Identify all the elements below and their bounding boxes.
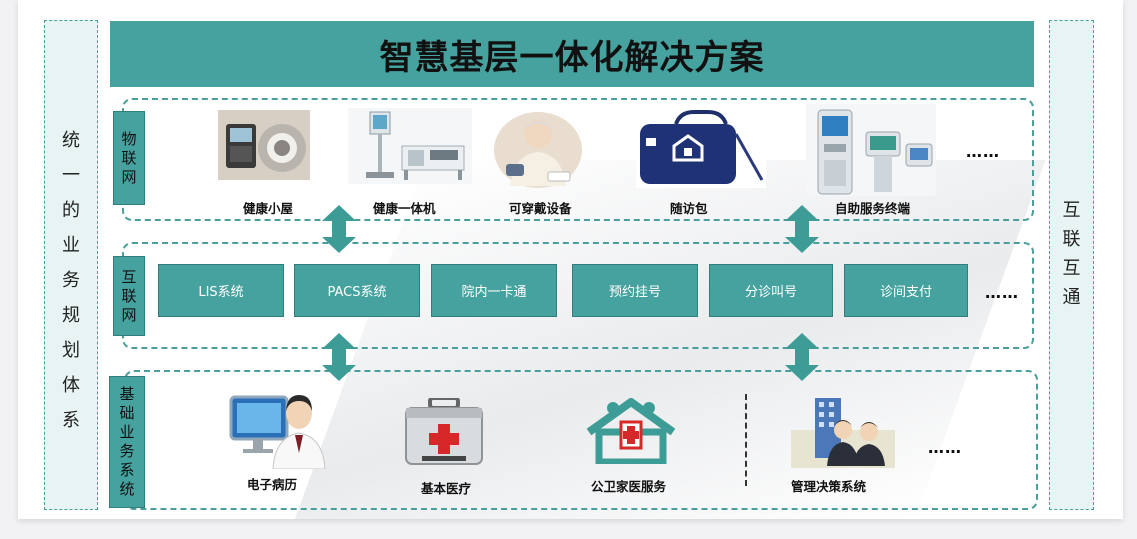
double-arrow-icon [322, 205, 356, 253]
base-more-dots: …… [928, 438, 962, 457]
internet-tab-char: 互 [121, 267, 137, 286]
family-health-icon [586, 398, 676, 464]
base-item-label: 公卫家医服务 [591, 479, 667, 494]
system-box-appointment: 预约挂号 [572, 264, 698, 317]
left-char: 业 [62, 235, 80, 256]
left-char: 的 [62, 200, 80, 221]
right-char: 互 [1062, 200, 1081, 221]
internet-more-dots: …… [985, 283, 1019, 302]
internet-tab-char: 网 [121, 305, 137, 324]
right-panel: 互 联 互 通 [1049, 20, 1094, 510]
system-box-card: 院内一卡通 [431, 264, 557, 317]
doctor-monitor-icon [229, 395, 326, 469]
system-box-triage: 分诊叫号 [709, 264, 833, 317]
first-aid-kit-icon [405, 398, 483, 465]
left-char: 系 [62, 410, 80, 431]
system-box-lis: LIS系统 [158, 264, 284, 317]
base-item-label: 管理决策系统 [791, 479, 867, 494]
title-bar: 智慧基层一体化解决方案 [110, 21, 1034, 87]
iot-tab-char: 网 [121, 167, 137, 186]
base-item-label: 基本医疗 [421, 481, 472, 496]
left-char: 划 [62, 340, 80, 361]
base-tab: 基 础 业 务 系 统 [109, 376, 145, 508]
section-divider [745, 394, 747, 486]
right-panel-text: 互 联 互 通 [1050, 196, 1093, 312]
system-box-pacs: PACS系统 [294, 264, 420, 317]
device-label: 健康一体机 [373, 201, 436, 216]
internet-tab-char: 联 [121, 286, 137, 305]
left-char: 规 [62, 305, 80, 326]
management-building-icon [791, 398, 895, 468]
system-box-payment: 诊间支付 [844, 264, 968, 317]
right-char: 联 [1062, 229, 1081, 250]
left-char: 体 [62, 375, 80, 396]
right-char: 通 [1062, 287, 1081, 308]
double-arrow-icon [785, 205, 819, 253]
base-tab-char: 业 [119, 423, 135, 441]
left-char: 务 [62, 270, 80, 291]
right-char: 互 [1062, 258, 1081, 279]
wearable-device-icon [494, 112, 582, 188]
left-panel-text: 统 一 的 业 务 规 划 体 系 [45, 123, 97, 438]
double-arrow-icon [322, 333, 356, 381]
device-label: 自助服务终端 [835, 201, 911, 216]
base-tab-char: 务 [119, 442, 135, 460]
base-tab-char: 系 [119, 461, 135, 479]
base-item-label: 电子病历 [247, 477, 298, 492]
iot-tab-char: 物 [121, 129, 137, 148]
base-tab-char: 统 [119, 480, 135, 498]
left-panel: 统 一 的 业 务 规 划 体 系 [44, 20, 98, 510]
left-char: 一 [62, 165, 80, 186]
iot-tab: 物 联 网 [113, 111, 145, 205]
device-label: 随访包 [670, 201, 708, 216]
base-tab-char: 基 [119, 385, 135, 403]
health-all-in-one-icon [348, 108, 472, 184]
page-title: 智慧基层一体化解决方案 [379, 37, 765, 78]
iot-tab-char: 联 [121, 148, 137, 167]
iot-more-dots: …… [966, 142, 1000, 161]
device-label: 可穿戴设备 [509, 201, 572, 216]
followup-bag-icon [636, 110, 766, 188]
device-label: 健康小屋 [243, 201, 294, 216]
left-char: 统 [62, 130, 80, 151]
internet-tab: 互 联 网 [113, 256, 145, 336]
self-service-terminal-icon [806, 104, 936, 196]
health-kiosk-icon [218, 110, 310, 180]
double-arrow-icon [785, 333, 819, 381]
base-tab-char: 础 [119, 404, 135, 422]
